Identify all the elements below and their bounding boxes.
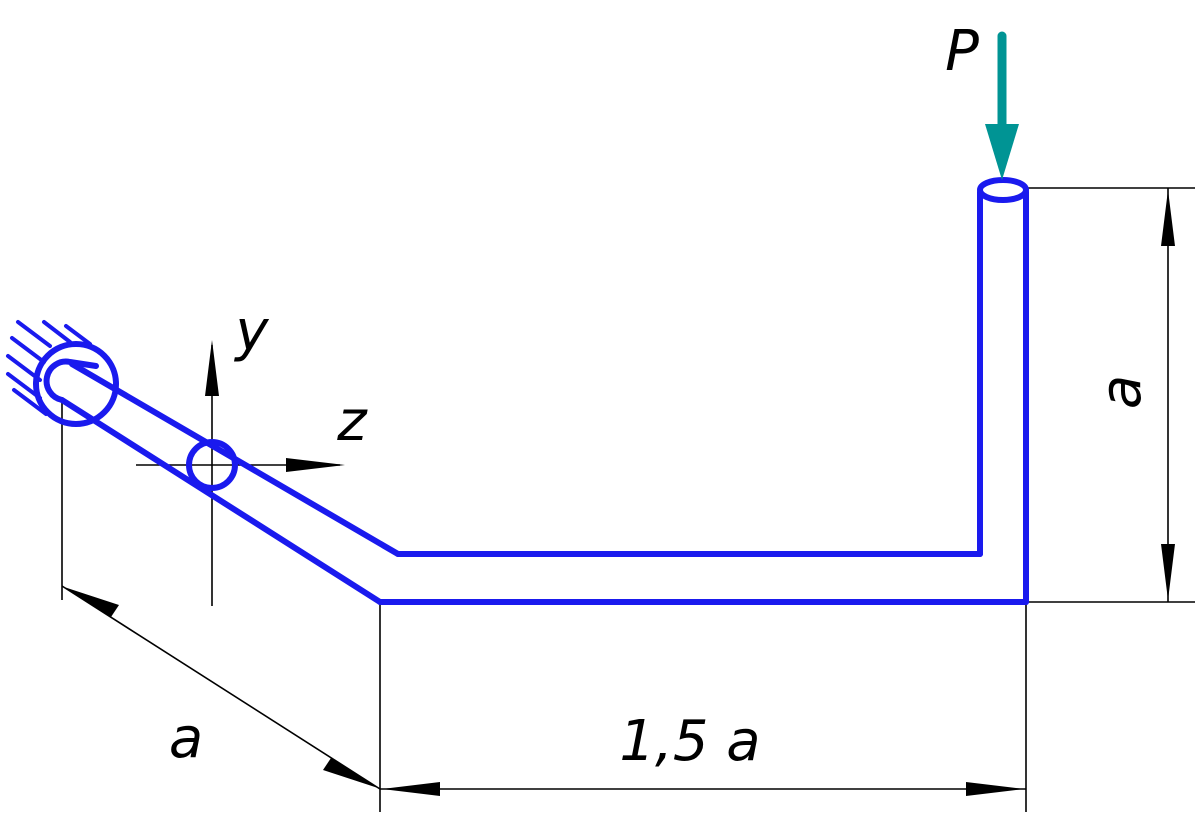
- beam-inclined-bottom-edge: [59, 397, 383, 605]
- force-label: P: [945, 19, 979, 84]
- dimension-vertical: a: [1089, 188, 1175, 602]
- extension-lines: [61, 187, 1195, 812]
- dim-arrow-horizontal-right: [966, 782, 1024, 796]
- hatch-line-1: [16, 320, 52, 348]
- hatch-line-6: [42, 320, 72, 344]
- axis-y-arrow: [205, 340, 219, 396]
- dim-label-diagonal: a: [169, 706, 203, 771]
- hatch-line-5: [12, 388, 48, 416]
- axis-z-label: z: [336, 389, 368, 454]
- hatch-line-7: [64, 324, 92, 346]
- dim-line-diagonal: [61, 585, 381, 790]
- dim-arrow-horizontal-left: [382, 782, 440, 796]
- force-arrow-head: [985, 124, 1019, 180]
- beam-end-cap: [43, 358, 99, 403]
- axis-z-arrow: [286, 458, 345, 472]
- dim-label-vertical: a: [1089, 375, 1154, 409]
- support-clamp-ring: [33, 341, 119, 427]
- force-p: P: [945, 19, 1019, 180]
- dimension-horizontal: 1,5 a: [380, 709, 1026, 796]
- dim-arrow-vertical-bottom: [1161, 544, 1175, 600]
- beam-cross-section: [186, 439, 238, 491]
- beam: [33, 177, 1029, 605]
- coordinate-axes: y z: [136, 299, 368, 606]
- dim-label-horizontal: 1,5 a: [619, 709, 760, 774]
- dim-arrow-diagonal-lower: [323, 758, 378, 788]
- axis-y-label: y: [233, 299, 269, 364]
- dim-arrow-diagonal-upper: [64, 587, 119, 617]
- dimension-diagonal: a: [61, 585, 381, 790]
- beam-top-cap: [977, 177, 1029, 203]
- hatch-line-2: [10, 336, 46, 364]
- dim-arrow-vertical-top: [1161, 190, 1175, 246]
